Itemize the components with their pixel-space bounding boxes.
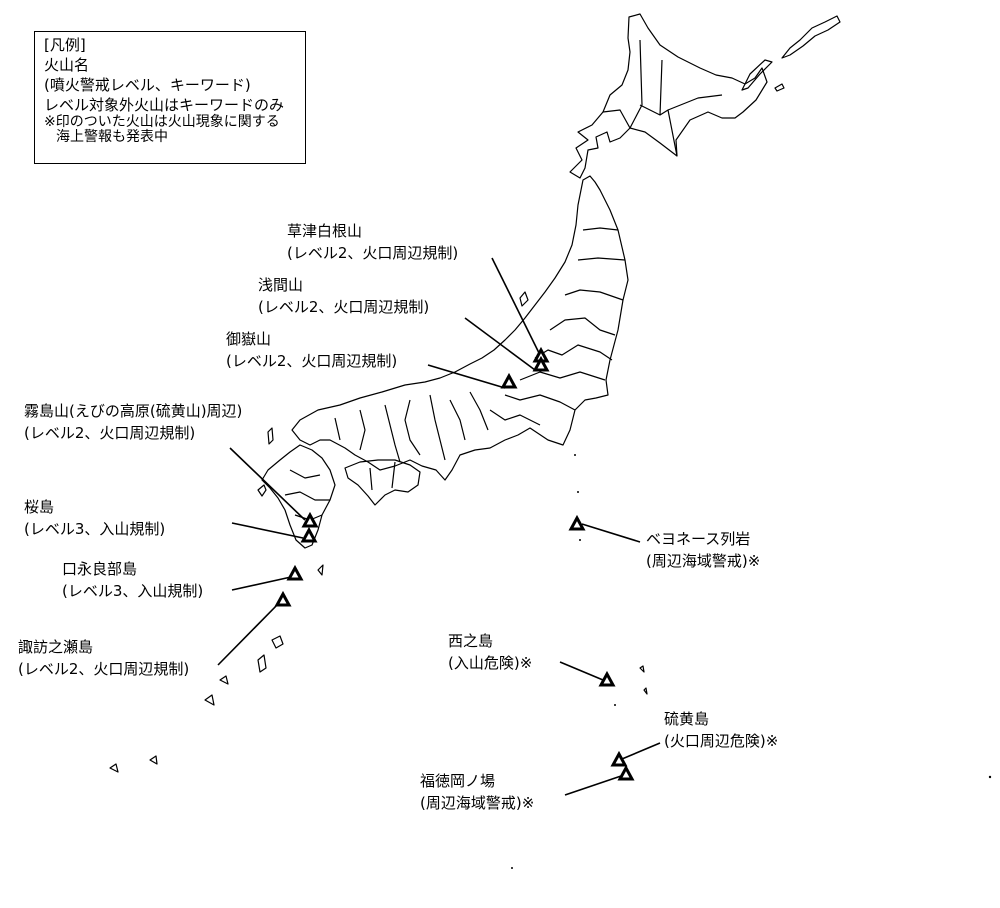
volcano-marker-ontake[interactable]	[500, 372, 518, 389]
legend-level-keyword: (噴火警戒レベル、キーワード)	[44, 76, 251, 94]
volcano-status: (レベル2、火口周辺規制)	[18, 660, 190, 678]
volcano-label-asama: 浅間山 (レベル2、火口周辺規制)	[258, 274, 429, 318]
volcano-status: (周辺海域警戒)※	[646, 552, 761, 570]
volcano-label-sakurajima: 桜島 (レベル3、入山規制)	[24, 496, 165, 540]
volcano-label-nishinoshima: 西之島 (入山危険)※	[448, 630, 532, 674]
legend-keyword-only: レベル対象外火山はキーワードのみ	[44, 96, 285, 114]
volcano-name: 浅間山	[258, 276, 304, 294]
volcano-status: (レベル2、火口周辺規制)	[258, 298, 430, 316]
volcano-label-kusatsu: 草津白根山 (レベル2、火口周辺規制)	[287, 220, 458, 264]
volcano-marker-fukutoku-okanoba[interactable]	[617, 764, 635, 781]
honshu-outline	[291, 175, 629, 481]
volcano-status: (レベル2、火口周辺規制)	[226, 352, 398, 370]
volcano-marker-sakurajima[interactable]	[300, 526, 318, 543]
volcano-status: (レベル2、火口周辺規制)	[287, 244, 459, 262]
volcano-label-fukutoku-okanoba: 福徳岡ノ場 (周辺海域警戒)※	[420, 770, 534, 814]
volcano-marker-bayonnaise[interactable]	[568, 514, 586, 531]
volcano-marker-iwojima[interactable]	[610, 750, 628, 767]
volcano-status: (入山危険)※	[448, 654, 533, 672]
volcano-label-suwanosejima: 諏訪之瀬島 (レベル2、火口周辺規制)	[18, 636, 189, 680]
legend-note-cont: 海上警報も発表中	[56, 129, 168, 145]
volcano-status: (レベル3、入山規制)	[24, 520, 166, 538]
legend-title: [凡例]	[44, 36, 86, 54]
hokkaido-outline	[569, 13, 768, 179]
volcano-status: (周辺海域警戒)※	[420, 794, 535, 812]
volcano-name: 草津白根山	[287, 222, 363, 240]
volcano-label-iwojima: 硫黄島 (火口周辺危険)※	[664, 708, 778, 752]
legend-box: [凡例] 火山名 (噴火警戒レベル、キーワード) レベル対象外火山はキーワードの…	[34, 31, 306, 164]
volcano-name: 硫黄島	[664, 710, 710, 728]
volcano-name: 福徳岡ノ場	[420, 772, 496, 790]
volcano-name: 諏訪之瀬島	[18, 638, 94, 656]
volcano-marker-kuchinoerabujima[interactable]	[286, 564, 304, 581]
volcano-name: 霧島山(えびの高原(硫黄山)周辺)	[24, 402, 243, 420]
volcano-name: 西之島	[448, 632, 494, 650]
volcano-name: ベヨネース列岩	[646, 530, 751, 548]
shikoku-outline	[344, 459, 421, 506]
legend-volcano-name: 火山名	[44, 56, 90, 74]
volcano-marker-nishinoshima[interactable]	[598, 670, 616, 687]
volcano-status: (火口周辺危険)※	[664, 732, 779, 750]
volcano-status: (レベル3、入山規制)	[62, 582, 204, 600]
legend-note: ※印のついた火山は火山現象に関する	[44, 114, 280, 130]
volcano-marker-kirishima[interactable]	[301, 511, 319, 528]
volcano-name: 桜島	[24, 498, 55, 516]
volcano-marker-asama[interactable]	[532, 355, 550, 372]
volcano-label-bayonnaise: ベヨネース列岩 (周辺海域警戒)※	[646, 528, 760, 572]
volcano-name: 御嶽山	[226, 330, 272, 348]
volcano-label-ontake: 御嶽山 (レベル2、火口周辺規制)	[226, 328, 397, 372]
volcano-name: 口永良部島	[62, 560, 138, 578]
volcano-marker-suwanosejima[interactable]	[274, 590, 292, 607]
volcano-status: (レベル2、火口周辺規制)	[24, 424, 196, 442]
kyushu-outline	[261, 444, 336, 549]
volcano-label-kuchinoerabujima: 口永良部島 (レベル3、入山規制)	[62, 558, 203, 602]
volcano-label-kirishima: 霧島山(えびの高原(硫黄山)周辺) (レベル2、火口周辺規制)	[24, 400, 242, 444]
